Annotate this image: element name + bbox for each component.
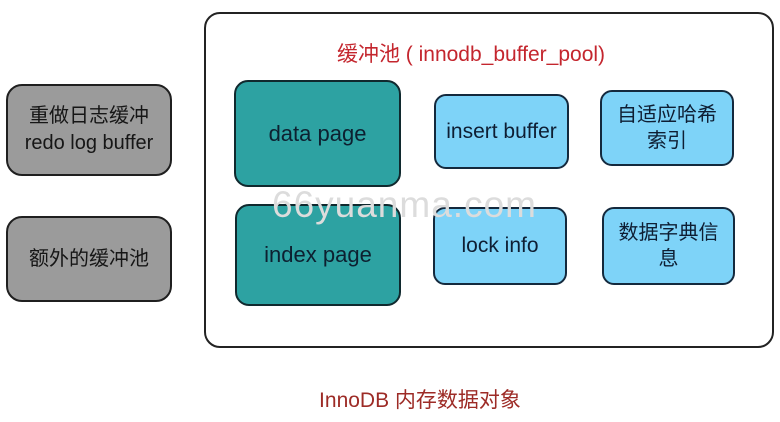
redo-log-buffer-label-en: redo log buffer	[24, 132, 154, 154]
adaptive-hash-index-label-line1: 自适应哈希	[617, 104, 717, 126]
buffer-pool-title: 缓冲池 ( innodb_buffer_pool)	[336, 43, 606, 66]
insert-buffer-box: insert buffer	[434, 94, 569, 169]
extra-buffer-pool-label: 额外的缓冲池	[29, 247, 149, 270]
index-page-box: index page	[235, 204, 401, 306]
data-dictionary-label-line1: 数据字典信	[618, 222, 719, 244]
redo-log-buffer-label-zh: 重做日志缓冲	[29, 105, 149, 127]
redo-log-buffer-box: 重做日志缓冲 redo log buffer	[6, 84, 172, 176]
data-dictionary-label-line2: 息	[658, 248, 679, 270]
insert-buffer-label: insert buffer	[446, 119, 557, 143]
adaptive-hash-index-box: 自适应哈希 索引	[600, 90, 734, 166]
adaptive-hash-index-label-line2: 索引	[647, 130, 687, 152]
index-page-label: index page	[264, 242, 372, 267]
lock-info-box: lock info	[433, 207, 567, 285]
lock-info-label: lock info	[461, 234, 539, 258]
extra-buffer-pool-box: 额外的缓冲池	[6, 216, 172, 302]
data-page-label: data page	[268, 120, 367, 146]
diagram-caption: InnoDB 内存数据对象	[319, 389, 521, 412]
data-page-box: data page	[234, 80, 401, 187]
innodb-buffer-pool-container: 缓冲池 ( innodb_buffer_pool) data page inse…	[204, 12, 774, 348]
data-dictionary-box: 数据字典信 息	[602, 207, 735, 285]
